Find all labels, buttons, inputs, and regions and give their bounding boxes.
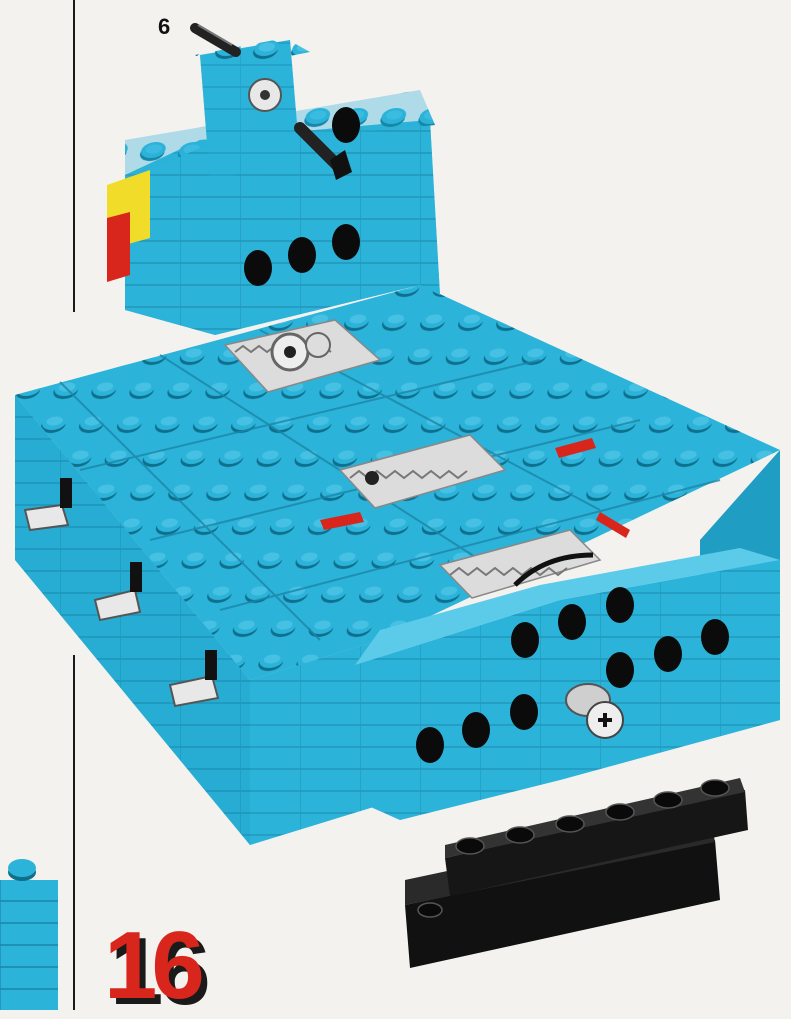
red-plate [107,212,130,282]
step-number: 16 [104,918,199,1014]
callout-label: 6 [158,14,170,40]
previous-step-fragment [0,859,58,1010]
gear-icon [249,79,281,111]
upper-tower [107,25,440,335]
black-plate-base [405,778,748,968]
technic-axle-icon [195,25,236,52]
